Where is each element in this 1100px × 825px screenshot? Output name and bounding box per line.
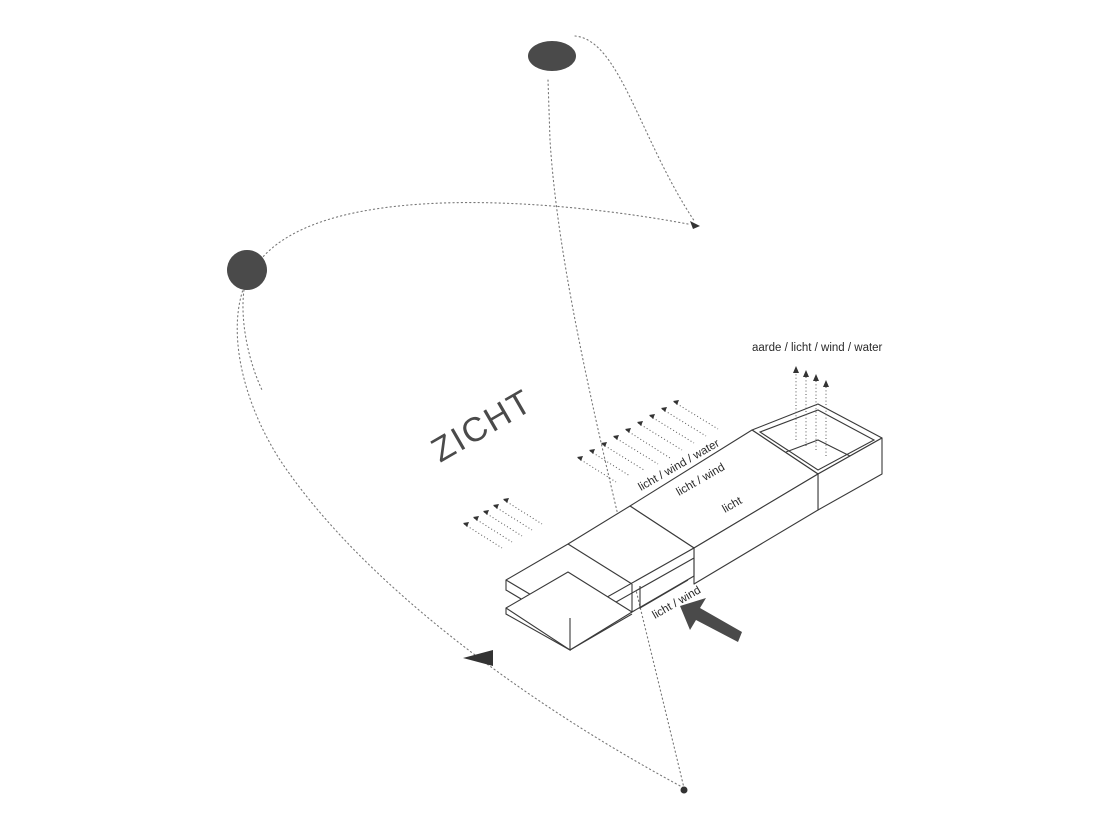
diagram-title: ZICHT	[425, 382, 539, 470]
path-arrowhead-icon	[690, 221, 700, 229]
sun-disc-low	[227, 250, 267, 290]
sun-disc-high	[528, 41, 576, 71]
light-streaks-right	[577, 400, 719, 483]
label-top-right: aarde / licht / wind / water	[752, 342, 883, 354]
box-left-bottom	[505, 571, 633, 651]
sun-path-low-upper	[242, 289, 263, 391]
light-streaks-left	[463, 498, 543, 549]
sun-path-high	[547, 79, 685, 789]
wind-arrow-icon	[680, 598, 742, 642]
observer-point	[680, 786, 688, 794]
sun-path-low	[236, 202, 689, 789]
vertical-flows	[793, 366, 829, 456]
sun-path-high-arc	[574, 35, 696, 223]
building-volume	[505, 403, 883, 651]
direction-triangle-icon	[463, 650, 493, 666]
